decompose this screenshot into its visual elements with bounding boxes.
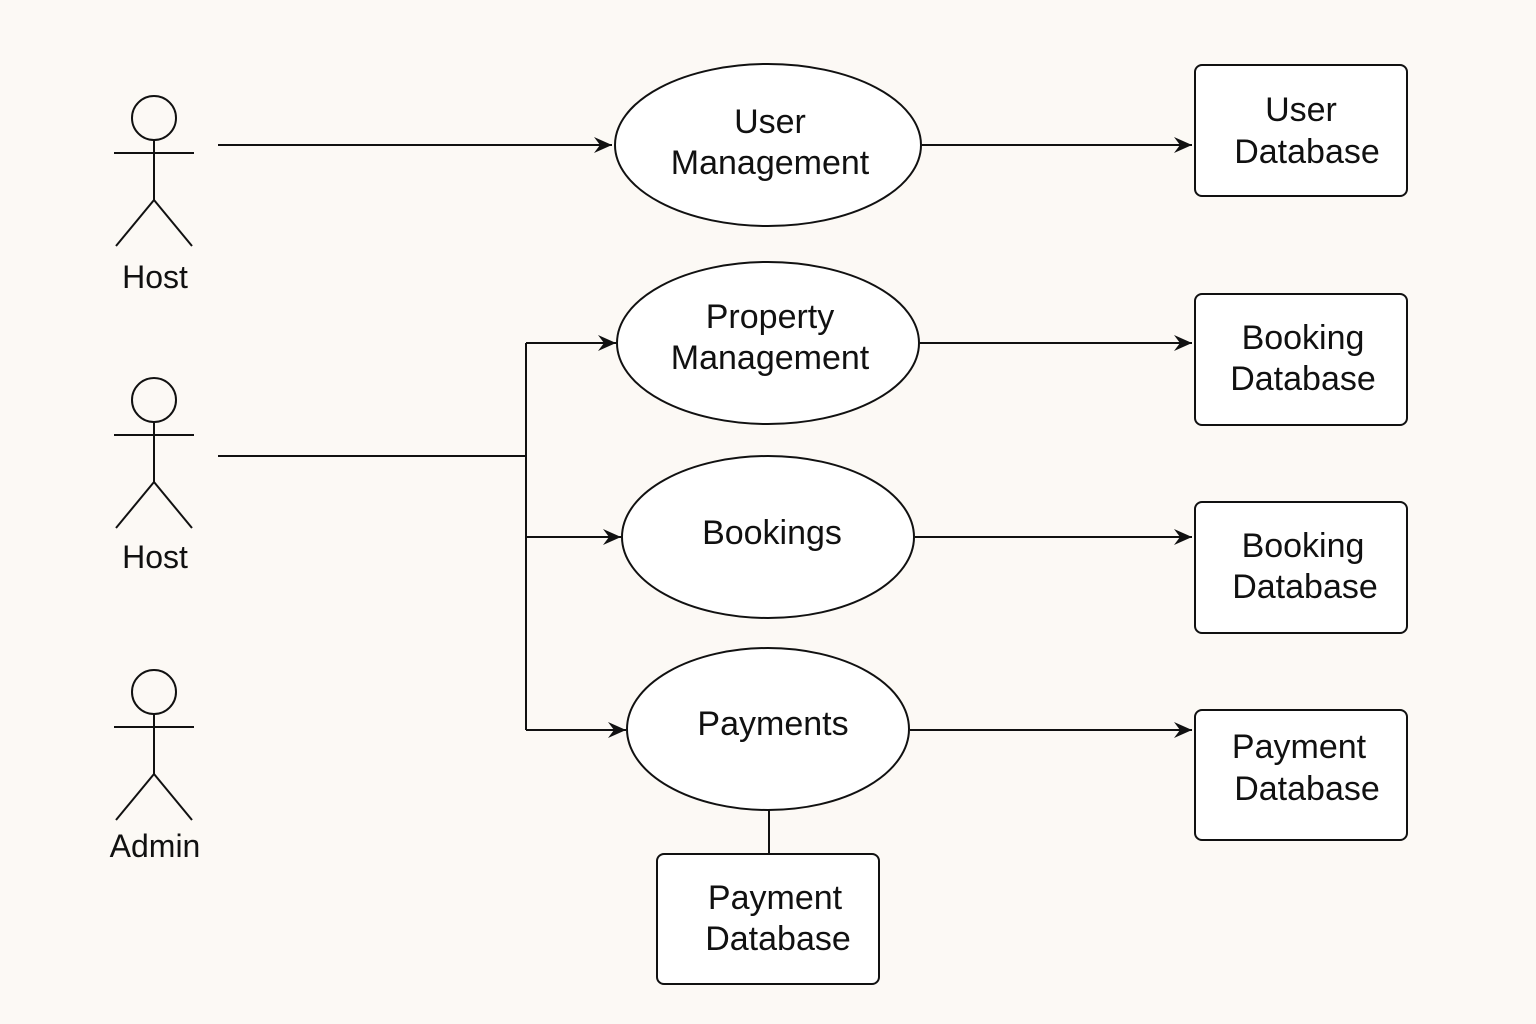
actor-label: Host [122, 259, 188, 295]
use-case-label: Payments [697, 705, 848, 743]
use-case-bookings: Bookings [621, 455, 915, 619]
store-label: Database [705, 920, 851, 958]
stick-figure-icon [114, 669, 194, 821]
store-label: Payment [1232, 728, 1367, 766]
store-label: User [1265, 91, 1337, 129]
use-case-label: User [734, 103, 806, 141]
store-label: Database [1234, 770, 1380, 808]
use-case-label: Property [706, 298, 835, 336]
store-label: Database [1230, 360, 1376, 398]
store-label: Database [1232, 568, 1378, 606]
store-label: Database [1234, 133, 1380, 171]
store-payment-database-right: Payment Database [1194, 709, 1408, 841]
actor-admin: Admin [110, 669, 201, 864]
actor-label: Host [122, 539, 188, 575]
store-label: Booking [1242, 319, 1365, 357]
store-payment-database-bottom: Payment Database [656, 853, 880, 985]
store-booking-database-2: Booking Database [1194, 501, 1408, 634]
actor-host-top: Host [114, 95, 194, 295]
use-case-payments: Payments [626, 647, 910, 811]
use-case-label: Management [671, 339, 870, 377]
use-case-user-management: User Management [614, 63, 922, 227]
use-case-property-management: Property Management [616, 261, 920, 425]
stick-figure-icon [114, 377, 194, 529]
stick-figure-icon [114, 95, 194, 247]
store-label: Payment [708, 879, 843, 917]
use-case-label: Management [671, 144, 870, 182]
use-case-label: Bookings [702, 514, 842, 552]
actor-host-middle: Host [114, 377, 194, 575]
store-booking-database-1: Booking Database [1194, 293, 1408, 426]
actor-label: Admin [110, 828, 201, 864]
store-label: Booking [1242, 527, 1365, 565]
edges [218, 137, 1192, 854]
store-user-database: User Database [1194, 64, 1408, 197]
